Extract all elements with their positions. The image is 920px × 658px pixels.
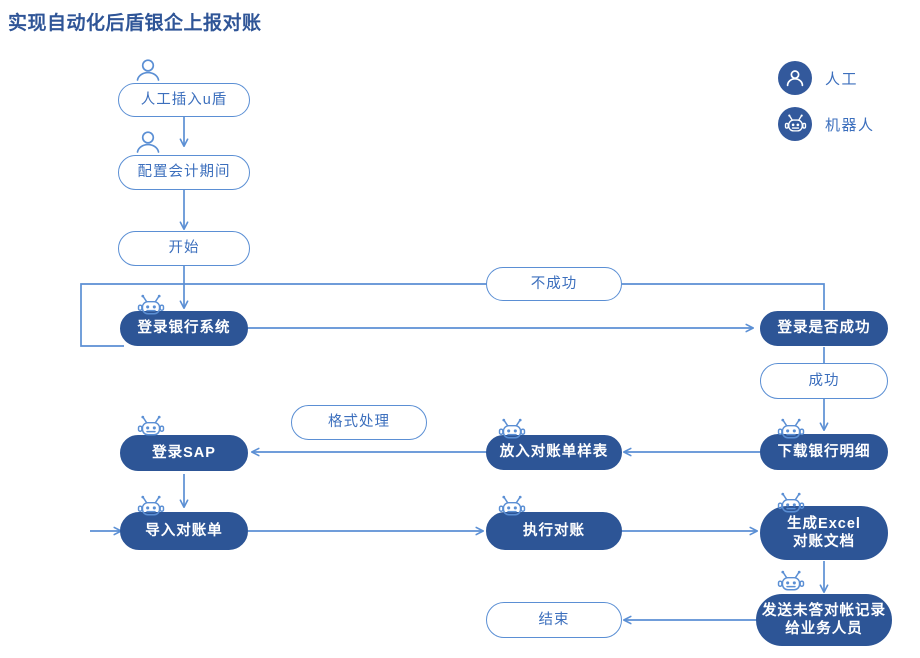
page-title: 实现自动化后盾银企上报对账 (8, 13, 262, 34)
robot-icon (776, 418, 806, 444)
robot-icon (497, 495, 527, 521)
robot-icon (778, 107, 812, 141)
robot-icon (497, 418, 527, 444)
flow-node-manual-insert-ukey[interactable]: 人工插入u盾 (118, 83, 250, 117)
flow-node-send-unanswered-records[interactable]: 发送未答对帐记录 给业务人员 (756, 594, 892, 646)
edge-label-unsuccessful: 不成功 (486, 267, 622, 301)
robot-icon (776, 492, 806, 518)
legend-item-person: 人工 (778, 58, 918, 98)
legend-item-person-label: 人工 (825, 70, 859, 88)
flow-node-put-into-template[interactable]: 放入对账单样表 (486, 435, 622, 470)
flow-node-import-statement[interactable]: 导入对账单 (120, 512, 248, 550)
robot-icon (136, 415, 166, 441)
flow-node-execute-reconciliation[interactable]: 执行对账 (486, 512, 622, 550)
flow-node-download-bank-details[interactable]: 下载银行明细 (760, 434, 888, 470)
flow-node-configure-period[interactable]: 配置会计期间 (118, 155, 250, 190)
flow-node-start[interactable]: 开始 (118, 231, 250, 266)
robot-icon (136, 495, 166, 521)
person-icon (133, 58, 163, 84)
flow-node-generate-excel-doc[interactable]: 生成Excel 对账文档 (760, 506, 888, 560)
flow-node-login-success-decision[interactable]: 登录是否成功 (760, 311, 888, 346)
legend-item-robot-label: 机器人 (825, 116, 875, 134)
flow-node-login-bank-system[interactable]: 登录银行系统 (120, 311, 248, 346)
flow-node-end[interactable]: 结束 (486, 602, 622, 638)
flow-node-login-sap[interactable]: 登录SAP (120, 435, 248, 471)
legend: 人工 机器人 (778, 58, 918, 150)
robot-icon (136, 294, 166, 320)
robot-icon (776, 570, 806, 596)
legend-item-robot: 机器人 (778, 104, 918, 144)
person-icon (133, 130, 163, 156)
edge-label-format-processing: 格式处理 (291, 405, 427, 440)
person-icon (778, 61, 812, 95)
edge-label-successful: 成功 (760, 363, 888, 399)
